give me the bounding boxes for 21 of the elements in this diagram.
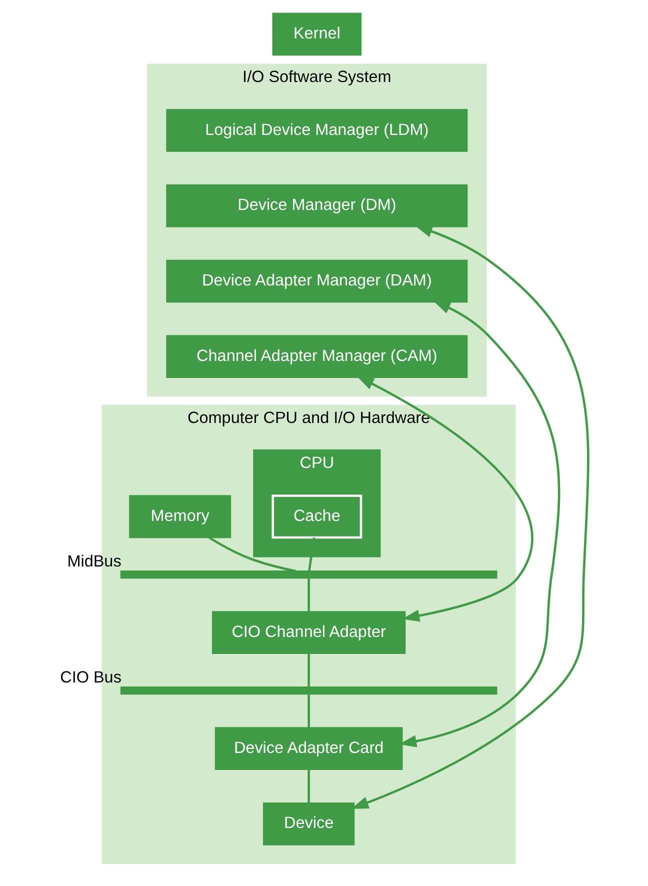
node-box: Memory bbox=[128, 495, 231, 538]
node-label: MidBus bbox=[66, 552, 121, 571]
node-box: Device bbox=[262, 802, 354, 846]
node-box bbox=[120, 686, 497, 695]
connector bbox=[307, 578, 310, 612]
connector bbox=[307, 770, 310, 803]
connector bbox=[307, 654, 310, 687]
node-box: Channel Adapter Manager (CAM) bbox=[166, 335, 468, 378]
connector bbox=[307, 694, 310, 728]
arrow bbox=[356, 376, 533, 622]
connector bbox=[208, 536, 296, 572]
node-box: Device Adapter Card bbox=[214, 727, 402, 770]
node-box: Device Manager (DM) bbox=[166, 184, 468, 228]
node-box: Device Adapter Manager (DAM) bbox=[166, 260, 468, 303]
connector bbox=[308, 537, 315, 572]
node-box: Logical Device Manager (LDM) bbox=[166, 109, 468, 152]
node-box: Cache bbox=[271, 494, 362, 539]
node-box: Kernel bbox=[272, 12, 362, 56]
node-box: CIO Channel Adapter bbox=[211, 611, 406, 654]
node-box bbox=[120, 570, 497, 579]
node-label: CIO Bus bbox=[60, 668, 121, 687]
